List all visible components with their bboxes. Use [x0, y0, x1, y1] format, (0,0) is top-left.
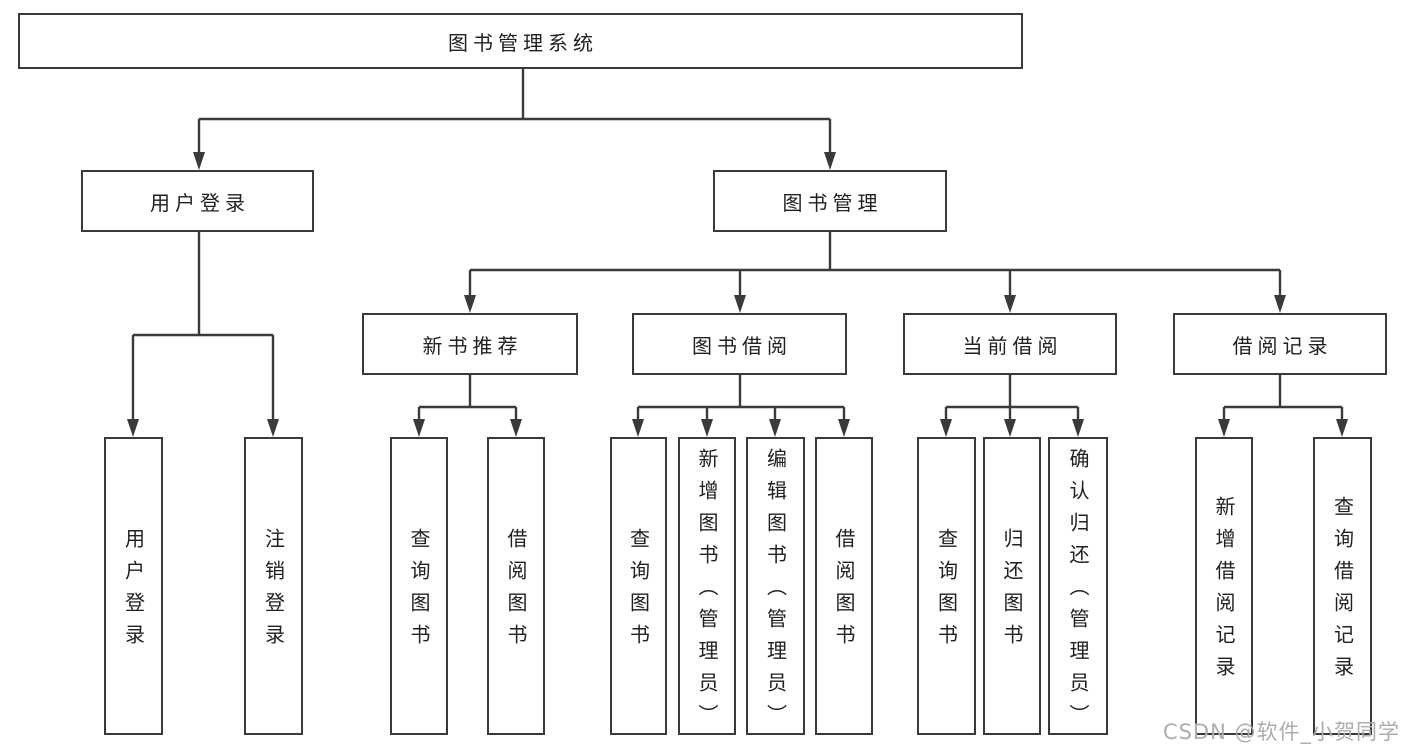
leaf-query-borrow-record: 查询借阅记录 [1313, 437, 1372, 735]
leaf-edit-books-admin: 编辑图书（管理员） [746, 437, 805, 736]
leaf-add-borrow-record: 新增借阅记录 [1195, 437, 1253, 735]
node-label: 图书借阅 [692, 333, 792, 358]
leaf-borrow-books: 借阅图书 [815, 437, 873, 735]
arrowhead-icon [734, 295, 746, 313]
connector-lines [131, 69, 1344, 423]
arrowhead-icon [510, 419, 522, 437]
node-borrowing-records: 借阅记录 [1173, 313, 1387, 375]
leaf-label: 查询图书 [626, 528, 651, 656]
node-label: 借阅记录 [1232, 333, 1333, 358]
arrowhead-icon [838, 419, 850, 437]
arrowhead-icon [940, 419, 952, 437]
node-new-book-recommend: 新书推荐 [362, 313, 578, 375]
leaf-borrow-books: 借阅图书 [487, 437, 545, 735]
leaf-label: 归还图书 [1000, 528, 1024, 656]
arrowhead-icon [1274, 295, 1286, 313]
arrowhead-icon [413, 419, 425, 437]
arrowhead-icon [701, 419, 713, 437]
leaf-add-books-admin: 新增图书（管理员） [678, 437, 736, 736]
node-label: 图书管理系统 [448, 30, 598, 55]
leaf-logout: 注销登录 [244, 437, 303, 735]
arrowheads [127, 152, 1348, 437]
arrowhead-icon [1218, 419, 1230, 437]
node-user-login: 用户登录 [81, 170, 314, 232]
leaf-user-login: 用户登录 [104, 437, 163, 735]
arrowhead-icon [1072, 419, 1084, 437]
leaf-label: 新增借阅记录 [1212, 496, 1236, 688]
leaf-label: 确认归还（管理员） [1066, 448, 1090, 736]
leaf-label: 借阅图书 [504, 528, 528, 656]
arrowhead-icon [769, 419, 781, 437]
node-label: 当前借阅 [962, 333, 1063, 358]
node-label: 新书推荐 [422, 333, 523, 358]
arrowhead-icon [267, 419, 279, 437]
node-current-borrowing: 当前借阅 [903, 313, 1117, 375]
leaf-label: 新增图书（管理员） [695, 448, 719, 736]
node-library-system: 图书管理系统 [18, 13, 1023, 69]
leaf-query-books: 查询图书 [390, 437, 448, 735]
leaf-query-books: 查询图书 [610, 437, 667, 735]
arrowhead-icon [1004, 295, 1016, 313]
csdn-watermark: CSDN @软件_小贺同学 [1162, 720, 1400, 744]
node-book-management: 图书管理 [713, 170, 947, 232]
arrowhead-icon [824, 152, 836, 170]
leaf-return-books: 归还图书 [983, 437, 1041, 735]
leaf-label: 注销登录 [261, 528, 286, 656]
leaf-label: 用户登录 [121, 528, 146, 656]
arrowhead-icon [1336, 419, 1348, 437]
node-label: 图书管理 [782, 190, 883, 215]
leaf-confirm-return-admin: 确认归还（管理员） [1048, 437, 1108, 736]
leaf-query-books: 查询图书 [917, 437, 976, 735]
leaf-label: 查询图书 [934, 528, 959, 656]
leaf-label: 借阅图书 [832, 528, 856, 656]
arrowhead-icon [193, 152, 205, 170]
node-book-borrowing: 图书借阅 [632, 313, 847, 375]
leaf-label: 查询借阅记录 [1330, 496, 1355, 688]
node-label: 用户登录 [150, 190, 250, 215]
arrowhead-icon [632, 419, 644, 437]
arrowhead-icon [127, 419, 139, 437]
leaf-label: 查询图书 [407, 528, 431, 656]
arrowhead-icon [464, 295, 476, 313]
arrowhead-icon [1004, 419, 1016, 437]
leaf-label: 编辑图书（管理员） [763, 448, 788, 736]
